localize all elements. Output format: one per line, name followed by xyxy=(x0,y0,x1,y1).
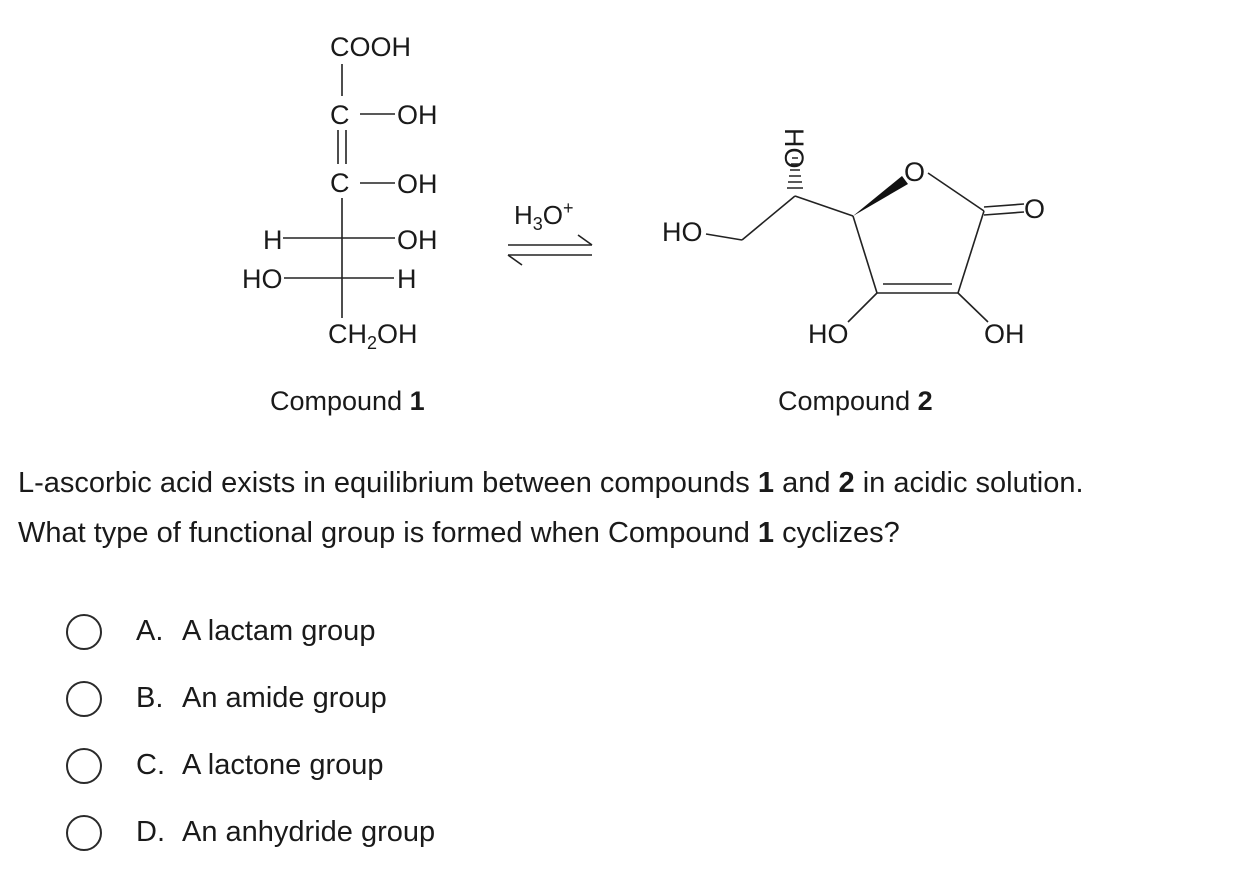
c2-oh-bottom: OH xyxy=(984,319,1025,349)
question-text: L-ascorbic acid exists in equilibrium be… xyxy=(18,458,1218,558)
compound-2-caption: Compound 2 xyxy=(778,386,933,416)
c1-cooh: COOH xyxy=(330,32,411,62)
radio-button-a[interactable] xyxy=(66,613,102,650)
option-b-label: B.An amide group xyxy=(136,682,387,714)
hashed-wedge xyxy=(787,157,803,189)
option-d-label: D.An anhydride group xyxy=(136,816,436,848)
question-line-2: What type of functional group is formed … xyxy=(18,517,900,549)
answer-options: A.A lactam group B.An amide group C.A la… xyxy=(66,598,435,866)
c1-oh4: OH xyxy=(397,225,438,255)
c1-h4: H xyxy=(263,225,283,255)
c1-c3: C xyxy=(330,168,350,198)
option-c[interactable]: C.A lactone group xyxy=(66,732,435,799)
reaction-scheme: COOH C OH C OH H OH HO H CH2OH Compound … xyxy=(242,32,1045,416)
equilibrium-arrow: H3O+ xyxy=(507,198,593,266)
option-b[interactable]: B.An amide group xyxy=(66,665,435,732)
c1-c2: C xyxy=(330,100,350,130)
c1-h5: H xyxy=(397,264,417,294)
radio-button-d[interactable] xyxy=(66,814,102,851)
c1-oh2: OH xyxy=(397,100,438,130)
compound-1-caption: Compound 1 xyxy=(270,386,425,416)
solid-wedge xyxy=(853,176,908,216)
question-line-1: L-ascorbic acid exists in equilibrium be… xyxy=(18,467,1084,499)
compound-1-structure: COOH C OH C OH H OH HO H CH2OH xyxy=(242,32,438,353)
c1-ch2oh: CH2OH xyxy=(328,319,418,353)
c2-ho-side: HO xyxy=(662,217,703,247)
radio-button-c[interactable] xyxy=(66,747,102,784)
c2-carbonyl-o: O xyxy=(1024,194,1045,224)
c2-ho-top: HO xyxy=(779,128,809,169)
option-c-label: C.A lactone group xyxy=(136,749,384,781)
option-a-label: A.A lactam group xyxy=(136,615,376,647)
reagent-label: H3O+ xyxy=(514,198,574,234)
radio-button-b[interactable] xyxy=(66,680,102,717)
compound-2-structure: HO HO O O HO OH xyxy=(662,128,1045,349)
c1-oh3: OH xyxy=(397,169,438,199)
c2-ho-bottom: HO xyxy=(808,319,849,349)
c1-ho5: HO xyxy=(242,264,283,294)
option-d[interactable]: D.An anhydride group xyxy=(66,799,435,866)
option-a[interactable]: A.A lactam group xyxy=(66,598,435,665)
c2-ring-o: O xyxy=(904,157,925,187)
